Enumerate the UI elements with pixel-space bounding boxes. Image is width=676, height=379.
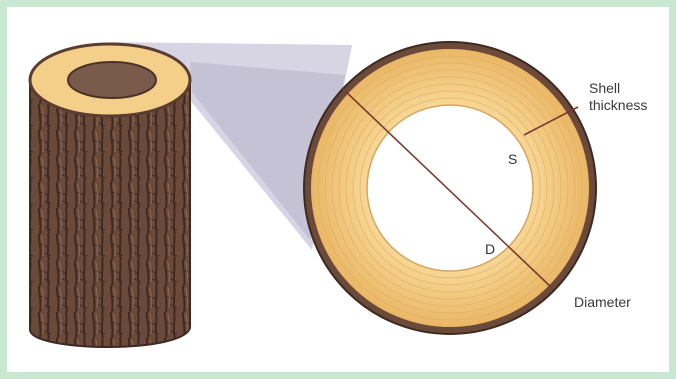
d-marker: D xyxy=(485,241,495,257)
cross-section xyxy=(304,42,596,334)
shell-thickness-label: Shell thickness xyxy=(589,80,647,114)
s-marker: S xyxy=(508,151,517,167)
log-top-heartwood xyxy=(68,62,156,98)
diameter-label: Diameter xyxy=(574,294,631,311)
log-trunk xyxy=(30,44,190,347)
shell-thickness-label-line1: Shell xyxy=(589,80,647,97)
shell-thickness-label-line2: thickness xyxy=(589,97,647,114)
